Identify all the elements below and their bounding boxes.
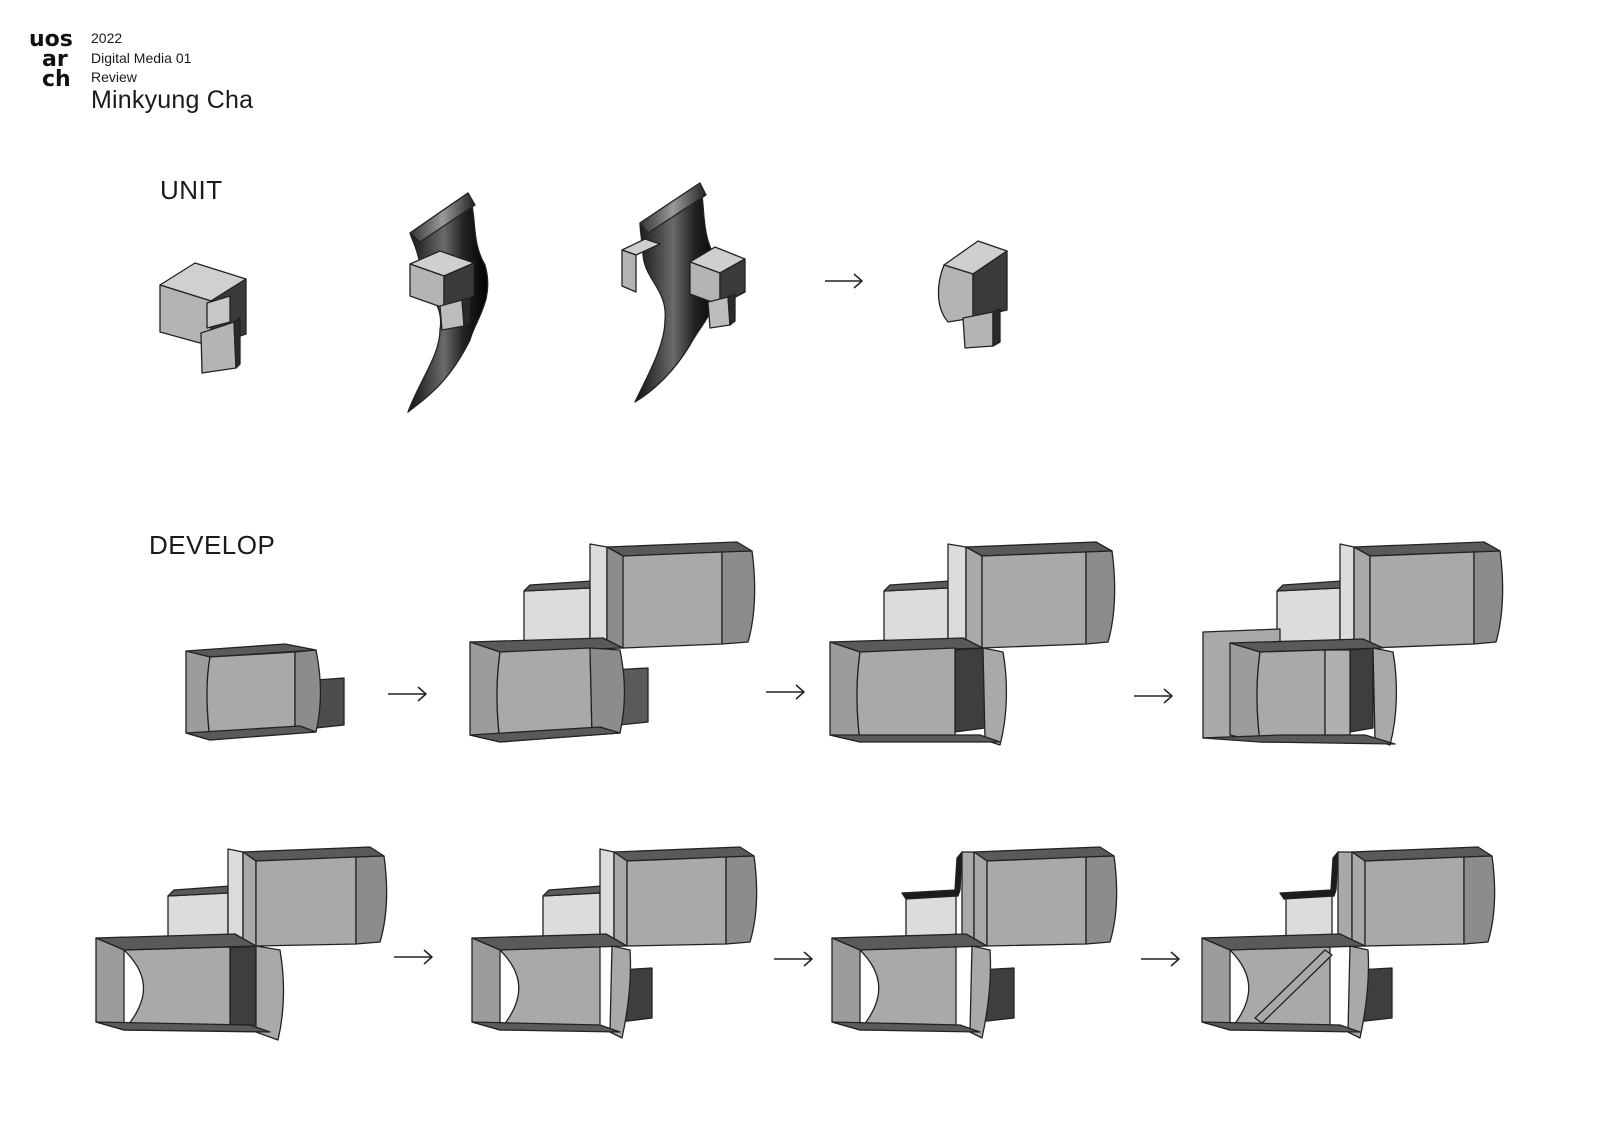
svg-text:ch: ch <box>42 67 71 88</box>
unit-ribbon-1 <box>407 192 489 413</box>
unit-arrow <box>825 273 863 289</box>
author-name: Minkyung Cha <box>91 86 254 114</box>
svg-text:ar: ar <box>42 47 68 72</box>
develop-step-3 <box>829 541 1116 746</box>
section-title-unit: UNIT <box>160 175 223 205</box>
develop-step-2 <box>469 541 756 743</box>
unit-ribbon-2 <box>621 182 746 403</box>
develop-step-8 <box>1201 846 1496 1039</box>
header-meta: 2022 Digital Media 01 Review <box>91 29 191 88</box>
develop-arrow-5 <box>394 949 433 965</box>
develop-arrow-6 <box>774 951 813 967</box>
unit-cube-1 <box>159 262 247 374</box>
develop-step-4 <box>1202 541 1504 746</box>
uos-arch-logo: uos ar ch <box>29 27 73 88</box>
year-label: 2022 <box>91 30 123 46</box>
develop-arrow-2 <box>766 684 805 700</box>
develop-arrow-3 <box>1134 688 1173 704</box>
develop-step-5 <box>95 846 388 1041</box>
develop-arrow-1 <box>388 686 427 702</box>
svg-text:uos: uos <box>29 27 73 52</box>
section-title-develop: DEVELOP <box>149 530 276 560</box>
develop-step-1 <box>185 643 345 741</box>
course-label: Digital Media 01 <box>91 49 192 66</box>
unit-result <box>937 240 1008 349</box>
develop-step-6 <box>471 846 758 1039</box>
develop-arrow-7 <box>1141 951 1180 967</box>
develop-step-7 <box>831 846 1118 1039</box>
review-label: Review <box>91 69 137 85</box>
